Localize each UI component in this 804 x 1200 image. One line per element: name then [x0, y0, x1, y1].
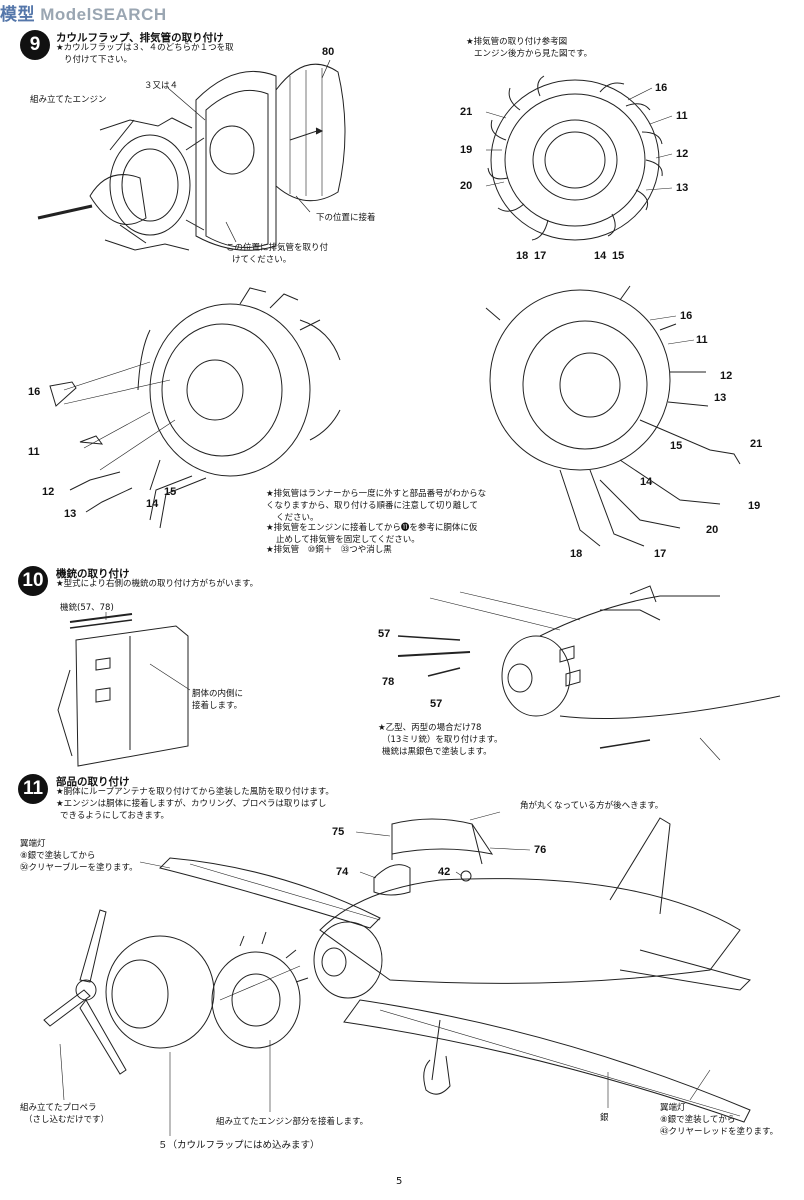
exhaust-reference-rear-view: [485, 75, 673, 241]
inside-label-2: 接着します。: [192, 701, 243, 711]
step10-badge: 10: [18, 566, 48, 596]
exhaust-right-exploded-drawing: [485, 285, 741, 547]
right-part-19: 19: [748, 500, 761, 512]
part-74: 74: [336, 866, 349, 878]
ref-part-21: 21: [460, 106, 473, 118]
variant-note-3: 機銃は黒銀色で塗装します。: [382, 747, 492, 757]
wingtip-left-2: ⑧銀で塗装してから: [20, 851, 96, 861]
ref-part-16: 16: [655, 82, 668, 94]
gun-part-78: 78: [382, 676, 395, 688]
watermark-logo: 模型 ModelSEARCH: [0, 0, 167, 25]
round-corner-note: 角が丸くなっている方が後へきます。: [520, 801, 664, 811]
ref-part-14: 14: [594, 250, 607, 262]
propeller-label-2: （さし込むだけです）: [24, 1115, 110, 1125]
ref-part-12: 12: [676, 148, 689, 160]
gun-interior-drawing: [57, 612, 191, 767]
right-part-18: 18: [570, 548, 583, 560]
part-75: 75: [332, 826, 345, 838]
step10-note: ★型式により右側の機銃の取り付け方がちがいます。: [56, 579, 259, 589]
part-80-label: 80: [322, 46, 335, 58]
step10-title: 機銃の取り付け: [56, 568, 130, 580]
part-76: 76: [534, 844, 547, 856]
right-part-17: 17: [654, 548, 667, 560]
inside-label-1: 胴体の内側に: [192, 689, 244, 699]
parts34-label: ３又は４: [144, 81, 179, 91]
silver-label: 銀: [600, 1113, 609, 1123]
engine-label: 組み立てたエンジン: [30, 95, 107, 105]
gun-part-57a: 57: [378, 628, 391, 640]
left-part-16: 16: [28, 386, 41, 398]
ref-part-19: 19: [460, 144, 473, 156]
cowl-label: ５（カウルフラップにはめ込みます）: [158, 1140, 320, 1151]
ref-part-17: 17: [534, 250, 547, 262]
right-part-11: 11: [696, 334, 708, 346]
step11-note-1: ★胴体にループアンテナを取り付けてから塗装した風防を取り付けます。: [56, 787, 334, 797]
aircraft-assembly-drawing: [43, 811, 751, 1136]
left-part-14: 14: [146, 498, 159, 510]
left-part-11: 11: [28, 446, 40, 458]
step11-note-3: できるようにしておきます。: [60, 811, 169, 821]
gun-nose-drawing: [397, 585, 781, 761]
step9-title: カウルフラップ、排気管の取り付け: [56, 32, 224, 44]
wingtip-right-1: 翼端灯: [660, 1103, 686, 1113]
instruction-4: ★排気管をエンジンに接着してから⓫を参考に胴体に仮: [266, 523, 478, 533]
propeller-label-1: 組み立てたプロペラ: [20, 1103, 97, 1113]
ref-part-15: 15: [612, 250, 625, 262]
wingtip-right-3: ㊸クリヤーレッドを塗ります。: [660, 1127, 779, 1137]
ref-title-1: ★排気管の取り付け参考図: [466, 37, 568, 47]
instruction-5: 止めして排気管を固定してください。: [276, 535, 420, 545]
right-part-13: 13: [714, 392, 727, 404]
exhaust-pos-label-1: この位置に排気管を取り付: [226, 243, 329, 253]
ref-part-18: 18: [516, 250, 529, 262]
watermark-text: ModelSEARCH: [40, 5, 167, 24]
step11-badge: 11: [18, 774, 48, 804]
ref-part-20: 20: [460, 180, 473, 192]
exhaust-left-exploded-drawing: [49, 287, 341, 529]
instruction-3: ください。: [276, 513, 319, 523]
variant-note-2: （13ミリ銃）を取り付けます。: [382, 735, 503, 745]
left-part-12: 12: [42, 486, 55, 498]
wingtip-left-1: 翼端灯: [20, 839, 46, 849]
glue-here-label: 下の位置に接着: [316, 213, 376, 223]
ref-part-11: 11: [676, 110, 688, 122]
step9-badge: 9: [20, 30, 50, 60]
right-part-15: 15: [670, 440, 683, 452]
step9-note-2: り付けて下さい。: [64, 55, 133, 65]
step11-note-2: ★エンジンは胴体に接着しますが、カウリング、プロペラは取りはずし: [56, 799, 327, 809]
left-part-13: 13: [64, 508, 77, 520]
instruction-6: ★排気管 ⑩銅＋ ㉝つや消し黒: [266, 545, 392, 555]
variant-note-1: ★乙型、丙型の場合だけ78: [378, 723, 482, 733]
wingtip-left-3: ㊿クリヤーブルーを塗ります。: [20, 863, 138, 873]
ref-title-2: エンジン後方から見た図です。: [474, 49, 593, 59]
right-part-21: 21: [750, 438, 763, 450]
part-42: 42: [438, 866, 451, 878]
engine-cowl-exploded-drawing: [37, 59, 346, 251]
gun-label: 機銃(57、78): [60, 603, 114, 613]
wingtip-right-2: ⑧銀で塗装してから: [660, 1115, 736, 1125]
right-part-20: 20: [706, 524, 719, 536]
right-part-16: 16: [680, 310, 693, 322]
page-number: 5: [396, 1176, 403, 1187]
step9-note-1: ★カウルフラップは３、４のどちらか１つを取: [56, 43, 234, 53]
right-part-12: 12: [720, 370, 733, 382]
ref-part-13: 13: [676, 182, 689, 194]
gun-part-57b: 57: [430, 698, 443, 710]
watermark-glyph: 模型: [0, 5, 35, 24]
engine-glue-label: 組み立てたエンジン部分を接着します。: [216, 1117, 369, 1127]
instruction-2: くなりますから、取り付ける順番に注意して切り離して: [266, 501, 478, 511]
instruction-1: ★排気管はランナーから一度に外すと部品番号がわからな: [266, 489, 487, 499]
step11-title: 部品の取り付け: [56, 776, 130, 788]
exhaust-pos-label-2: けてください。: [232, 255, 292, 265]
